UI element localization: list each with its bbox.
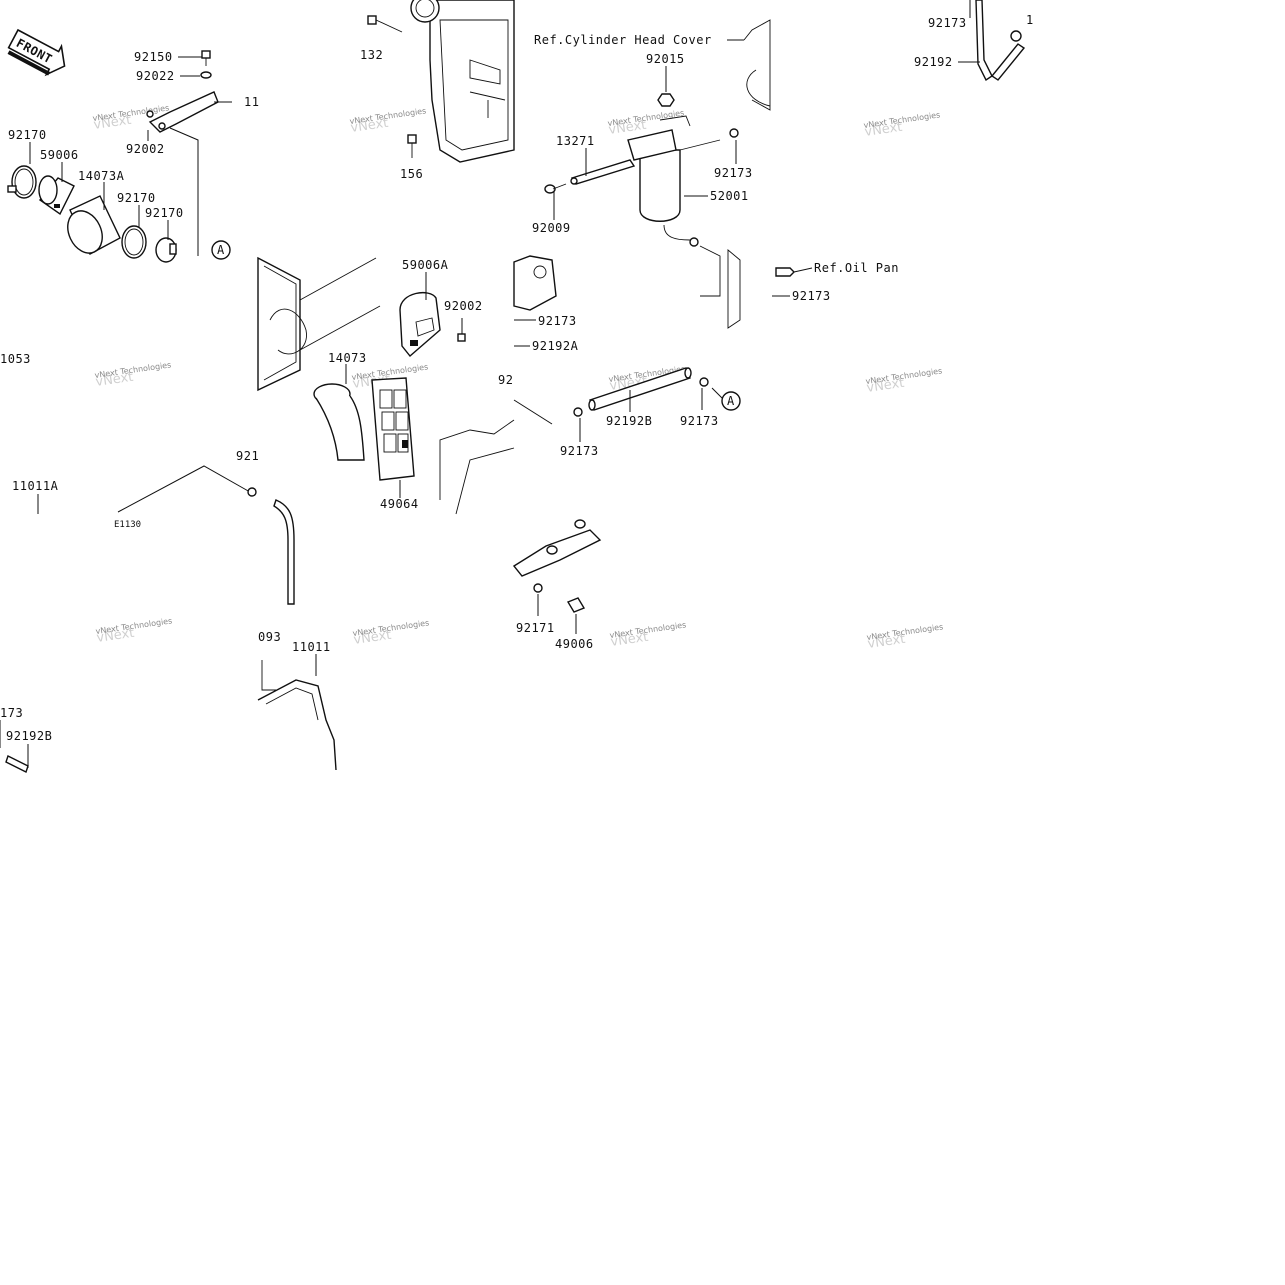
oil-pan-fitting <box>775 267 813 277</box>
tile-crankcase-cover: 132 156 <box>360 0 515 181</box>
part-label-l92009: 92009 <box>532 221 571 235</box>
tile-air-box: 59006A 92002 14073 49064 921 <box>236 256 515 605</box>
part-label-l92173-c3: 92173 <box>560 444 599 458</box>
part-label-l52001: 52001 <box>710 189 749 203</box>
svg-text:vNext: vNext <box>96 626 136 646</box>
part-label-l92170-c: 92170 <box>145 206 184 220</box>
clamp-92170-right <box>121 225 177 263</box>
bolt-92009 <box>544 183 567 194</box>
clip-92171 <box>533 583 543 593</box>
part-label-l92173-tr: 92173 <box>928 16 967 30</box>
bolt-92002-mid <box>457 318 466 342</box>
part-label-lrefcyl: Ref.Cylinder Head Cover <box>534 33 712 47</box>
part-label-l1-tr: 1 <box>1026 13 1034 27</box>
cap-49006 <box>566 597 586 613</box>
part-label-l49006: 49006 <box>555 637 594 651</box>
part-label-l92192b-mid: 92192B <box>606 414 652 428</box>
part-label-l92173-right: 92173 <box>792 289 831 303</box>
part-label-la-left: A <box>217 243 225 257</box>
part-label-l92173-c2: 92173 <box>680 414 719 428</box>
bolt-92150 <box>201 50 211 66</box>
part-label-l92171: 92171 <box>516 621 555 635</box>
svg-text:vNext: vNext <box>610 630 650 650</box>
svg-text:vNext: vNext <box>353 628 393 648</box>
tile-mid-left-labels: 1053 11011A E1130 <box>0 352 251 530</box>
part-label-la-mid: A <box>727 394 735 408</box>
part-label-l14073: 14073 <box>328 351 367 365</box>
svg-text:vNext: vNext <box>866 376 906 396</box>
part-label-l11011: 11011 <box>292 640 331 654</box>
part-label-l173: 173 <box>0 706 23 720</box>
part-label-l13271: 13271 <box>556 134 595 148</box>
part-label-l92-partial: 92 <box>498 373 513 387</box>
filter-49064 <box>371 377 415 481</box>
part-label-l132: 132 <box>360 48 383 62</box>
part-label-l92170-a: 92170 <box>8 128 47 142</box>
tile-breather-hoses: A 92173 92192A 92 92192B 92173 92173 <box>498 255 741 458</box>
bolt-156 <box>407 134 417 158</box>
part-label-l92002-top: 92002 <box>126 142 165 156</box>
part-label-l92192: 92192 <box>914 55 953 69</box>
part-label-l92170-b: 92170 <box>117 191 156 205</box>
part-label-l92002-mid: 92002 <box>444 299 483 313</box>
tile-clip-cap: 92171 49006 <box>512 519 602 651</box>
part-label-l92022: 92022 <box>136 69 175 83</box>
strap-13271 <box>570 159 636 185</box>
part-label-l92192a: 92192A <box>532 339 579 353</box>
part-label-l156: 156 <box>400 167 423 181</box>
washer-92022 <box>200 71 212 79</box>
part-label-le1130: E1130 <box>114 520 141 530</box>
part-label-l92015: 92015 <box>646 52 685 66</box>
part-label-l59006a: 59006A <box>402 258 449 272</box>
part-label-l92150: 92150 <box>134 50 173 64</box>
duct-14073A <box>67 195 121 255</box>
tile-bottom-covers: 093 11011 173 92192B <box>0 630 337 773</box>
svg-text:vNext: vNext <box>608 118 648 138</box>
part-label-l1053: 1053 <box>0 352 31 366</box>
part-label-l093: 093 <box>258 630 281 644</box>
svg-text:vNext: vNext <box>350 116 390 136</box>
tube-59006 <box>38 175 75 216</box>
part-label-l92173-mid: 92173 <box>714 166 753 180</box>
breather-tank-52001 <box>627 115 721 222</box>
part-label-l14073a: 14073A <box>78 169 125 183</box>
hose-92192B-mid <box>588 367 692 411</box>
clamp-92170-left <box>7 165 37 199</box>
front-arrow-badge: FRONT <box>7 28 66 77</box>
hose-92192B-bottom <box>5 755 29 773</box>
duct-14073 <box>313 383 365 461</box>
tile-hose-92192: 92173 92192 1 <box>914 0 1034 82</box>
svg-text:vNext: vNext <box>867 632 907 652</box>
part-label-l92192b-bot: 92192B <box>6 729 52 743</box>
tile-breather-tank: Ref.Cylinder Head Cover 92015 13271 9217… <box>532 19 899 329</box>
cover-59006A <box>399 291 441 358</box>
svg-text:vNext: vNext <box>93 113 133 133</box>
part-label-l49064: 49064 <box>380 497 419 511</box>
part-label-l59006: 59006 <box>40 148 79 162</box>
part-label-l11011a: 11011A <box>12 479 59 493</box>
ref-marker-a-mid <box>721 391 741 411</box>
part-label-l11-top: 11 <box>244 95 259 109</box>
part-label-l92173-c1: 92173 <box>538 314 577 328</box>
svg-text:vNext: vNext <box>95 370 135 390</box>
nut-92015 <box>657 93 675 107</box>
tile-air-intake-clamps: A 92150 92022 11 92002 92170 59006 14073… <box>7 50 259 263</box>
part-label-l921-partial: 921 <box>236 449 259 463</box>
svg-text:vNext: vNext <box>864 120 904 140</box>
part-label-lrefoil: Ref.Oil Pan <box>814 261 899 275</box>
ref-marker-a-left <box>211 240 231 260</box>
bolt-132 <box>367 15 403 33</box>
